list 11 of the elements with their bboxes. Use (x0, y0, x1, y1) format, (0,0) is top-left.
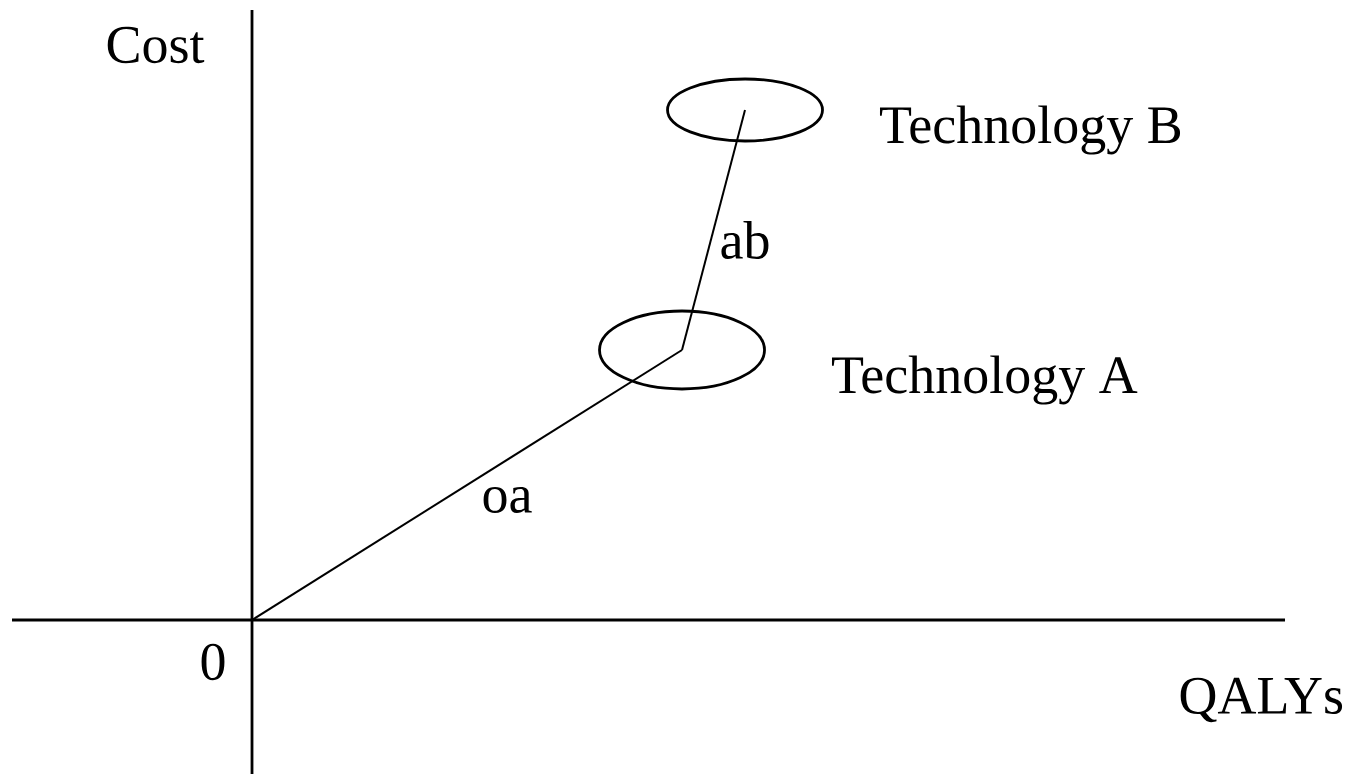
edge-label: ab (721, 220, 769, 259)
node-label: Technology B (880, 105, 1181, 155)
axis-label: 0 (201, 643, 225, 681)
ellipse-shape (598, 309, 766, 391)
line (681, 109, 746, 351)
edge-label: oa (483, 487, 532, 513)
node-label: Technology A (832, 355, 1138, 405)
axis-label: QALYs (1180, 677, 1343, 723)
axis-label: Cost (107, 26, 205, 64)
line (251, 349, 683, 621)
ellipse-shape (666, 77, 824, 143)
